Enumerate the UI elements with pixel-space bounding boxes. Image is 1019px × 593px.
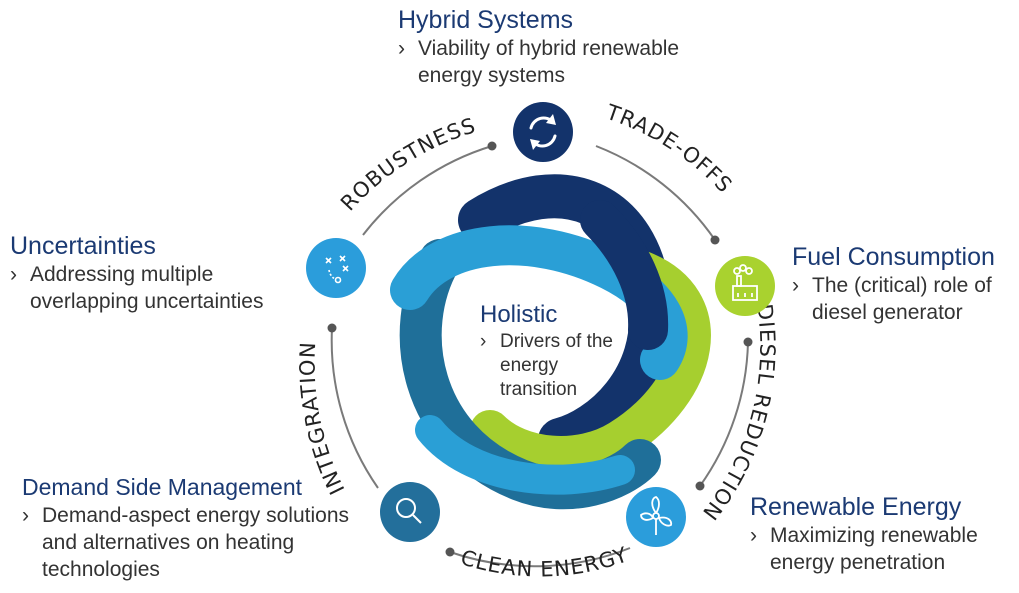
bullet-icon: › [480,331,487,352]
ribbon-blue-b [415,415,635,495]
dot-renewable [695,481,705,491]
arc-tradeoffs [595,145,716,241]
arc-diesel-reduction [699,341,749,487]
ribbon-green [470,250,711,476]
hybrid-desc-text: Viability of hybrid renewable energy sys… [418,37,680,87]
dot-robustness [487,141,497,151]
arc-clean-energy [449,547,631,568]
dot-clean [445,547,455,557]
bullet-icon: › [398,37,405,60]
arc-integration [330,327,379,489]
node-demand[interactable] [380,482,440,542]
renewable-title: Renewable Energy [750,493,962,521]
dot-integration [327,323,337,333]
label-clean-energy: CLEAN ENERGY [458,542,631,581]
fuel-desc: › The (critical) role of diesel generato… [792,272,1012,326]
demand-desc: › Demand-aspect energy solutions and alt… [22,502,372,583]
demand-desc-text: Demand-aspect energy solutions and alter… [42,504,350,581]
dot-tradeoffs [710,235,720,245]
fuel-desc-text: The (critical) role of diesel generator [812,274,992,324]
node-hybrid[interactable] [513,102,573,162]
uncertainties-title: Uncertainties [10,232,156,260]
renewable-block: Renewable Energy › Maximizing renewable … [750,492,1019,576]
renewable-desc-text: Maximizing renewable energy penetration [770,524,978,574]
hybrid-title: Hybrid Systems [398,6,574,34]
node-renewable[interactable] [626,487,686,547]
node-uncertainties[interactable] [306,238,366,298]
bullet-icon: › [792,274,799,297]
center-block: Holistic › Drivers of the energy transit… [480,300,620,402]
strategy-icon [325,255,349,284]
dot-diesel [743,337,753,347]
uncertainties-desc: › Addressing multiple overlapping uncert… [10,261,320,315]
magnifier-icon [396,498,422,524]
refresh-icon [529,114,557,150]
bullet-icon: › [22,504,29,527]
center-desc-text: Drivers of the energy transition [500,331,613,400]
hybrid-desc: › Viability of hybrid renewable energy s… [398,35,718,89]
fuel-title: Fuel Consumption [792,243,995,271]
renewable-desc: › Maximizing renewable energy penetratio… [750,522,1019,576]
connector-dots [327,141,753,557]
hybrid-block: Hybrid Systems › Viability of hybrid ren… [398,5,718,89]
fuel-block: Fuel Consumption › The (critical) role o… [792,242,1012,326]
connector-arcs [330,145,749,568]
node-fuel[interactable] [715,256,775,316]
bullet-icon: › [10,263,17,286]
uncertainties-desc-text: Addressing multiple overlapping uncertai… [30,263,264,313]
ribbon-navy-overlap [580,200,669,350]
label-robustness: ROBUSTNESS [336,113,479,215]
demand-title: Demand Side Management [22,474,302,500]
demand-block: Demand Side Management › Demand-aspect e… [22,472,372,583]
bullet-icon: › [750,524,757,547]
arc-robustness [362,145,493,236]
wind-turbine-icon [640,496,673,535]
center-desc: › Drivers of the energy transition [480,330,620,402]
label-tradeoffs: TRADE-OFFS [602,100,737,198]
center-title: Holistic [480,301,558,328]
factory-icon [732,264,758,301]
uncertainties-block: Uncertainties › Addressing multiple over… [10,231,320,315]
holistic-knot [390,174,711,510]
